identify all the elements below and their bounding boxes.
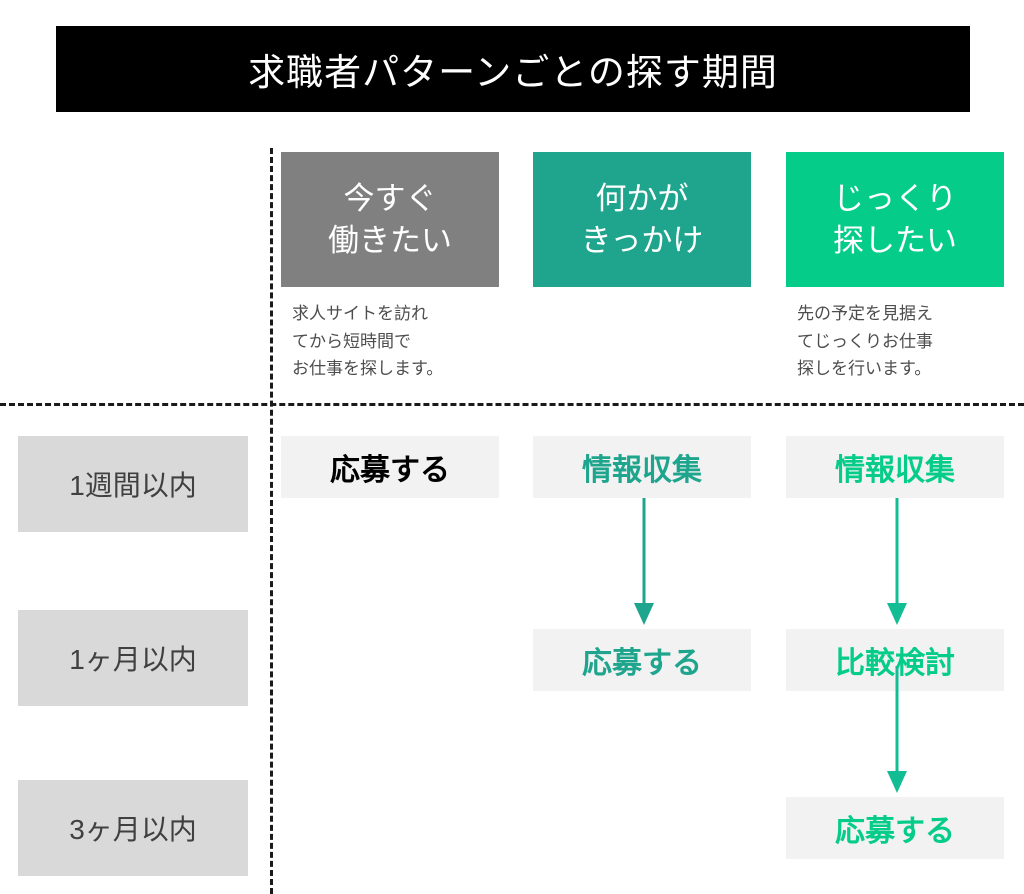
- horizontal-dashed-divider: [0, 403, 1024, 406]
- column-header-careful: じっくり 探したい: [786, 152, 1004, 287]
- page-title: 求職者パターンごとの探す期間: [248, 52, 778, 93]
- column-header-trigger-line1: 何かが: [595, 180, 689, 216]
- column-header-trigger: 何かが きっかけ: [533, 152, 751, 287]
- column-header-now: 今すぐ 働きたい: [281, 152, 499, 287]
- row-label-within-three-months: 3ヶ月以内: [18, 780, 248, 876]
- cell-careful-three-months: 応募する: [786, 797, 1004, 859]
- row-label-within-three-months-text: 3ヶ月以内: [69, 814, 197, 845]
- row-label-within-one-month-text: 1ヶ月以内: [69, 644, 197, 675]
- cell-careful-month: 比較検討: [786, 629, 1004, 691]
- column-header-careful-line2: 探したい: [833, 222, 957, 258]
- arrow-down-icon-careful-month-to-three-months: [884, 666, 910, 794]
- cell-careful-week-text: 情報収集: [835, 454, 955, 487]
- cell-now-week: 応募する: [281, 436, 499, 498]
- column-description-careful-line2: てじっくりお仕事: [797, 331, 933, 351]
- column-description-now-line2: てから短時間で: [292, 331, 411, 351]
- column-description-careful: 先の予定を見据え てじっくりお仕事 探しを行います。: [797, 300, 1015, 383]
- row-label-within-one-week-text: 1週間以内: [69, 470, 197, 501]
- column-description-now-line3: お仕事を探します。: [292, 359, 444, 379]
- column-description-careful-line1: 先の予定を見据え: [797, 304, 933, 323]
- column-header-now-line1: 今すぐ: [343, 180, 437, 216]
- row-label-within-one-month: 1ヶ月以内: [18, 610, 248, 706]
- cell-careful-three-months-text: 応募する: [835, 815, 955, 848]
- cell-trigger-week: 情報収集: [533, 436, 751, 498]
- arrow-down-icon-careful-week-to-month: [884, 498, 910, 626]
- column-description-now: 求人サイトを訪れ てから短時間で お仕事を探します。: [292, 300, 510, 383]
- cell-trigger-week-text: 情報収集: [582, 454, 702, 487]
- cell-careful-month-text: 比較検討: [835, 647, 955, 680]
- column-header-careful-line1: じっくり: [833, 180, 957, 216]
- vertical-dashed-divider: [270, 148, 273, 894]
- cell-now-week-text: 応募する: [330, 454, 450, 487]
- cell-trigger-month-text: 応募する: [582, 647, 702, 680]
- page-title-bar: 求職者パターンごとの探す期間: [56, 26, 970, 112]
- row-label-within-one-week: 1週間以内: [18, 436, 248, 532]
- column-description-now-line1: 求人サイトを訪れ: [292, 304, 428, 323]
- column-header-trigger-line2: きっかけ: [580, 222, 704, 258]
- arrow-down-icon-trigger-week-to-month: [631, 498, 657, 626]
- cell-careful-week: 情報収集: [786, 436, 1004, 498]
- cell-trigger-month: 応募する: [533, 629, 751, 691]
- column-header-now-line2: 働きたい: [328, 222, 452, 258]
- column-description-careful-line3: 探しを行います。: [797, 359, 932, 379]
